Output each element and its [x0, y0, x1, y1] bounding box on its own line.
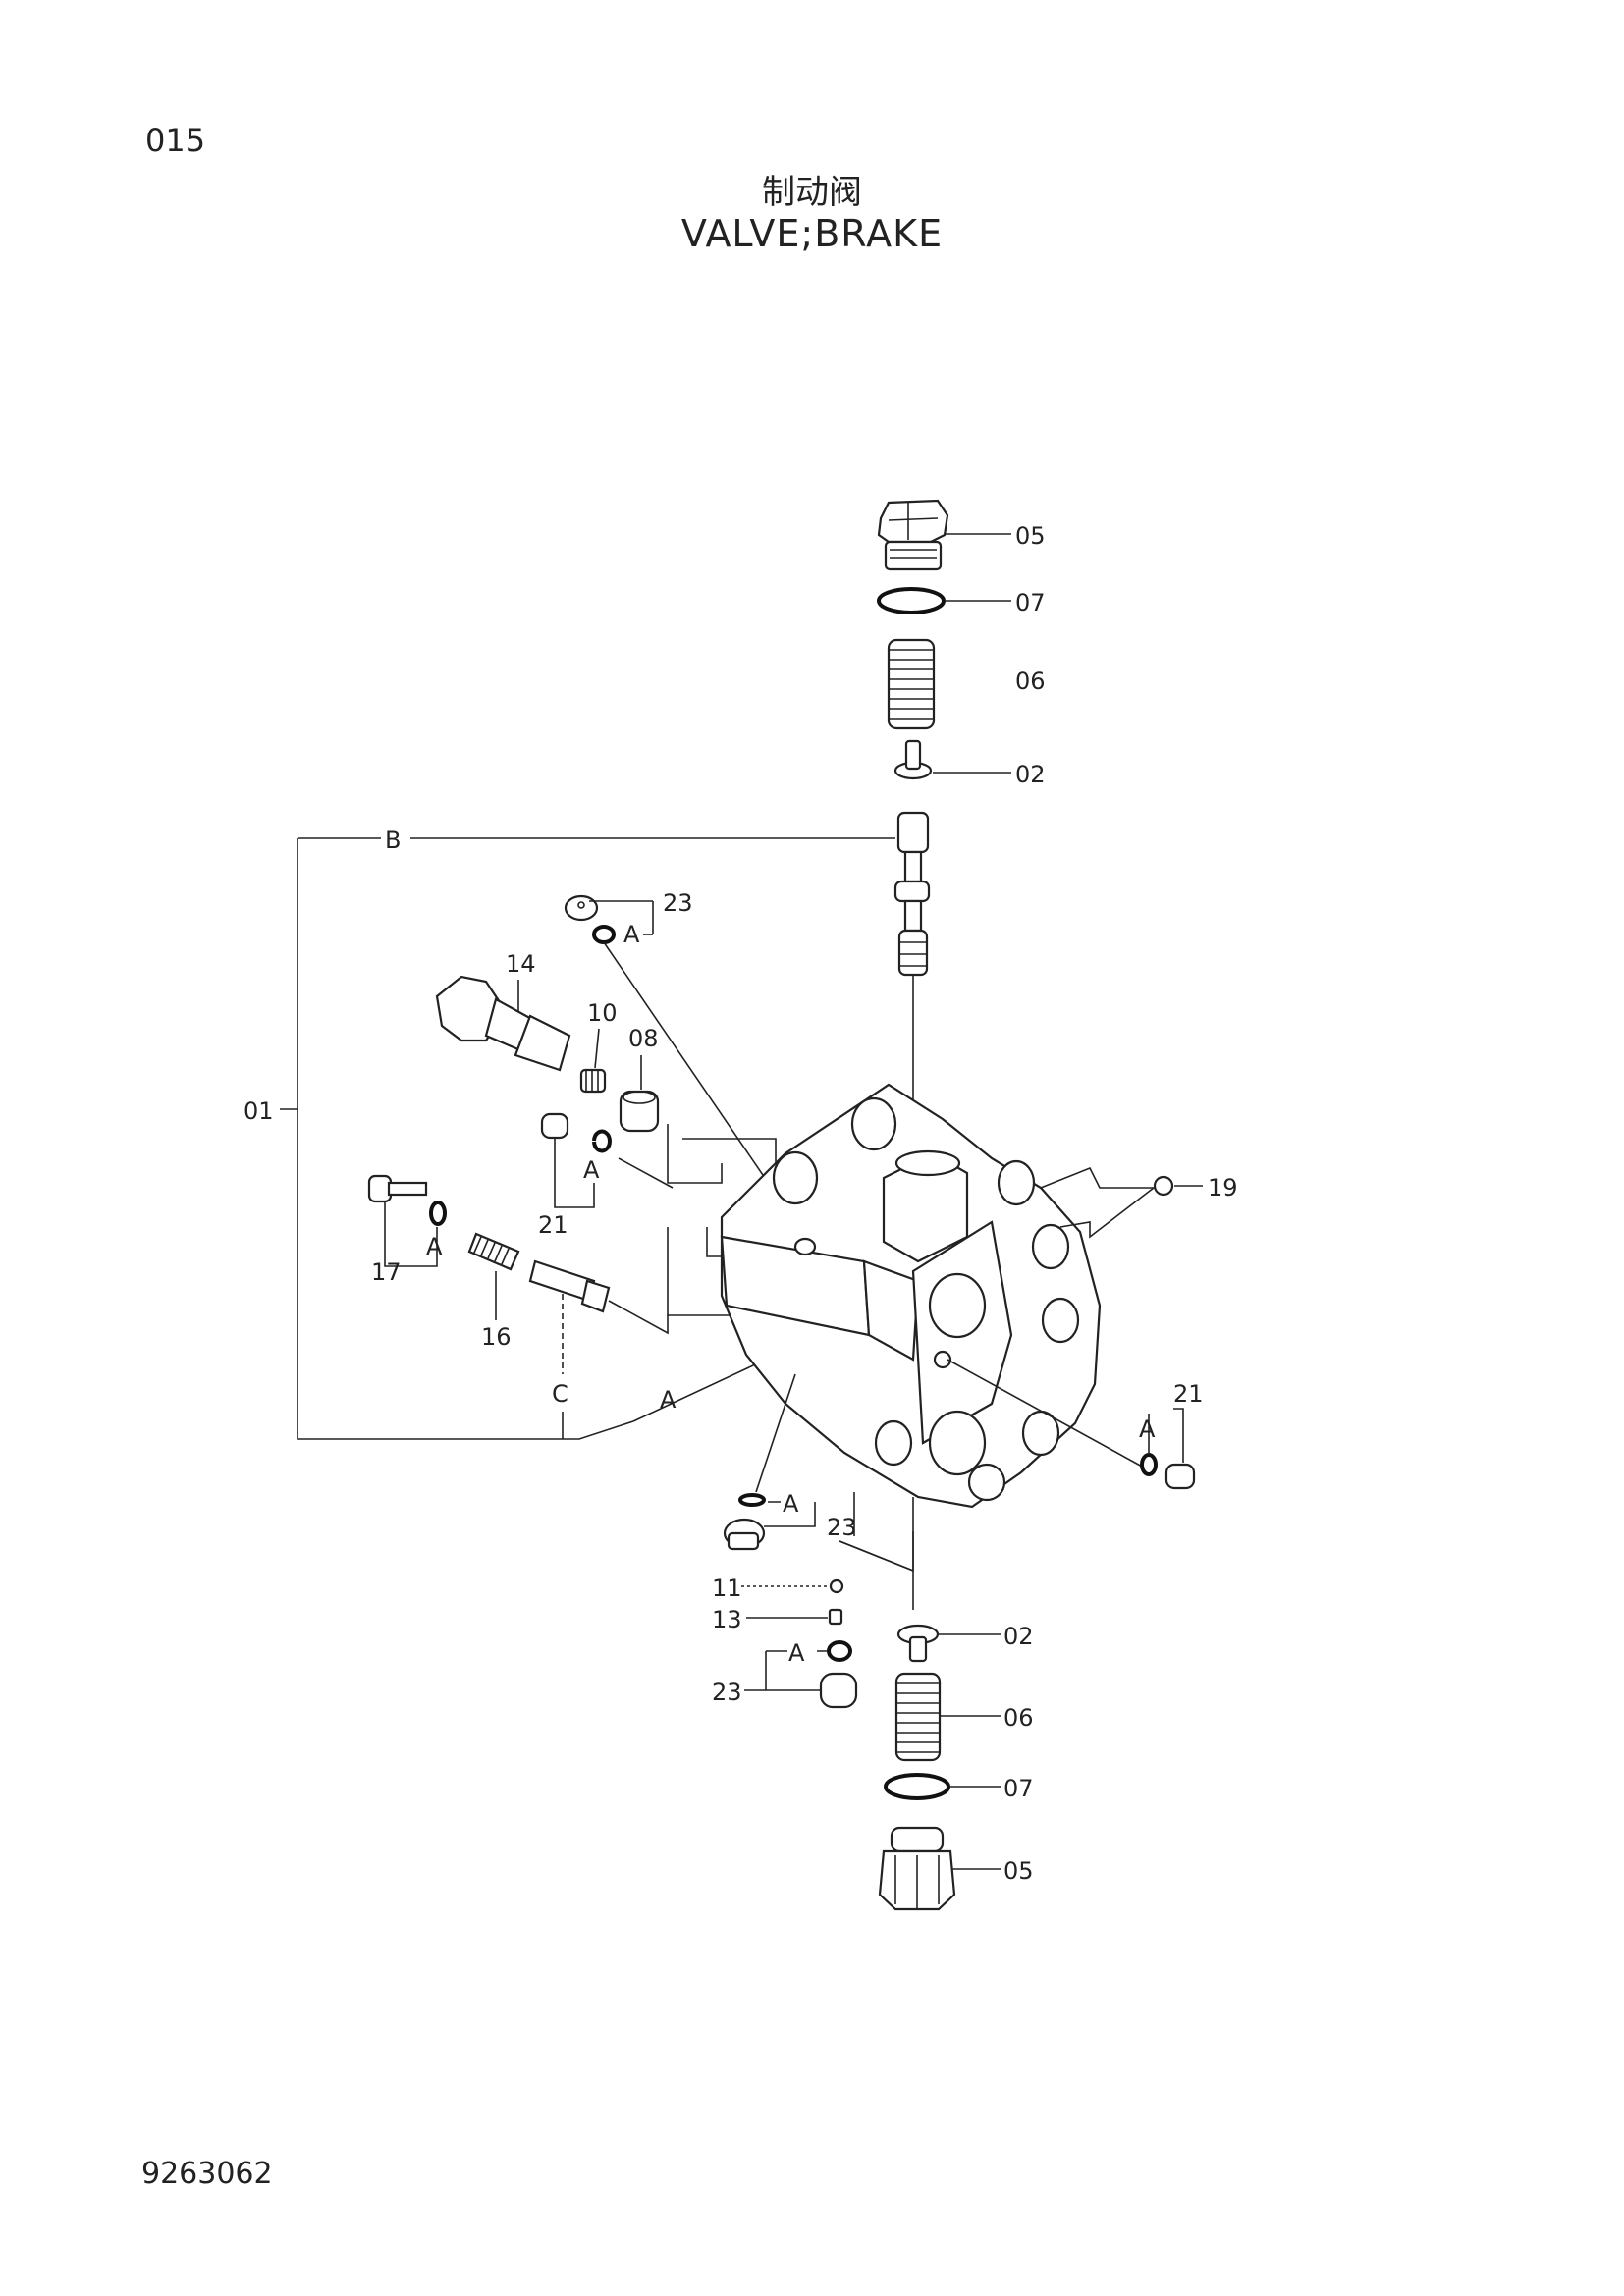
o-ring-a-21-right — [1140, 1453, 1158, 1476]
o-ring-07-bottom — [884, 1773, 950, 1800]
sleeve-08 — [619, 1090, 660, 1133]
callout-a-17: A — [426, 1233, 443, 1260]
o-ring-a-23-low — [827, 1640, 852, 1662]
spring-16 — [467, 1232, 520, 1271]
callout-07-bottom: 07 — [1003, 1775, 1034, 1802]
spring-06-bottom — [894, 1672, 942, 1762]
plug-23-mid — [723, 1518, 766, 1551]
callout-23-top: 23 — [663, 889, 693, 917]
callout-23-mid: 23 — [827, 1514, 857, 1541]
callout-06-bottom: 06 — [1003, 1704, 1034, 1732]
seat-02-bottom — [896, 1624, 940, 1663]
bolt-17 — [367, 1174, 428, 1203]
title-english: VALVE;BRAKE — [680, 212, 944, 255]
label-b: B — [385, 827, 401, 854]
spring-06-top — [887, 638, 936, 730]
callout-07-top: 07 — [1015, 589, 1046, 616]
callout-14: 14 — [506, 950, 536, 978]
plug-05-top — [877, 499, 949, 571]
spool-c — [528, 1259, 611, 1313]
callout-01: 01 — [244, 1097, 274, 1125]
callout-a-23-low: A — [788, 1639, 805, 1667]
o-ring-a-23-mid — [738, 1493, 766, 1507]
plug-23-low — [819, 1672, 858, 1709]
plug-21-right — [1164, 1463, 1196, 1490]
callout-21-left: 21 — [538, 1211, 568, 1239]
o-ring-a-21-left — [592, 1129, 612, 1153]
plug-05-bottom — [878, 1826, 956, 1911]
callout-02-top: 02 — [1015, 761, 1046, 788]
o-ring-07-top — [877, 587, 946, 614]
document-number: 9263062 — [141, 2157, 273, 2191]
plug-21-left — [540, 1112, 569, 1140]
callout-08: 08 — [628, 1025, 659, 1052]
plug-19 — [1153, 1175, 1174, 1197]
callout-a-21-left: A — [583, 1156, 600, 1184]
callout-05-bottom: 05 — [1003, 1857, 1034, 1885]
callout-a-23-mid: A — [783, 1490, 799, 1518]
callout-17: 17 — [371, 1258, 402, 1286]
callout-06-top: 06 — [1015, 667, 1046, 695]
plug-23-top — [564, 894, 599, 922]
callout-05-top: 05 — [1015, 522, 1046, 550]
page-number: 015 — [145, 122, 206, 159]
valve-body — [720, 1083, 1102, 1509]
callout-a-21-right: A — [1139, 1415, 1156, 1443]
seat-02-top — [893, 739, 933, 780]
callout-02-bottom: 02 — [1003, 1623, 1034, 1650]
callout-11: 11 — [712, 1575, 742, 1602]
title-chinese: 制动阀 — [762, 173, 862, 212]
callout-19: 19 — [1208, 1174, 1238, 1201]
callout-a-top: A — [623, 921, 640, 948]
label-c: C — [552, 1380, 568, 1408]
o-ring-a-top — [592, 925, 616, 944]
label-a-main: A — [660, 1386, 677, 1414]
spool-top — [893, 811, 931, 977]
callout-10: 10 — [587, 999, 618, 1027]
spring-10 — [579, 1068, 607, 1094]
o-ring-a-17 — [429, 1201, 447, 1226]
valve-14 — [435, 975, 571, 1072]
callout-13: 13 — [712, 1606, 742, 1633]
ball-11 — [829, 1578, 844, 1594]
callout-16: 16 — [481, 1323, 512, 1351]
callout-23-low: 23 — [712, 1679, 742, 1706]
callout-21-right: 21 — [1173, 1380, 1204, 1408]
plug-13 — [828, 1608, 843, 1626]
